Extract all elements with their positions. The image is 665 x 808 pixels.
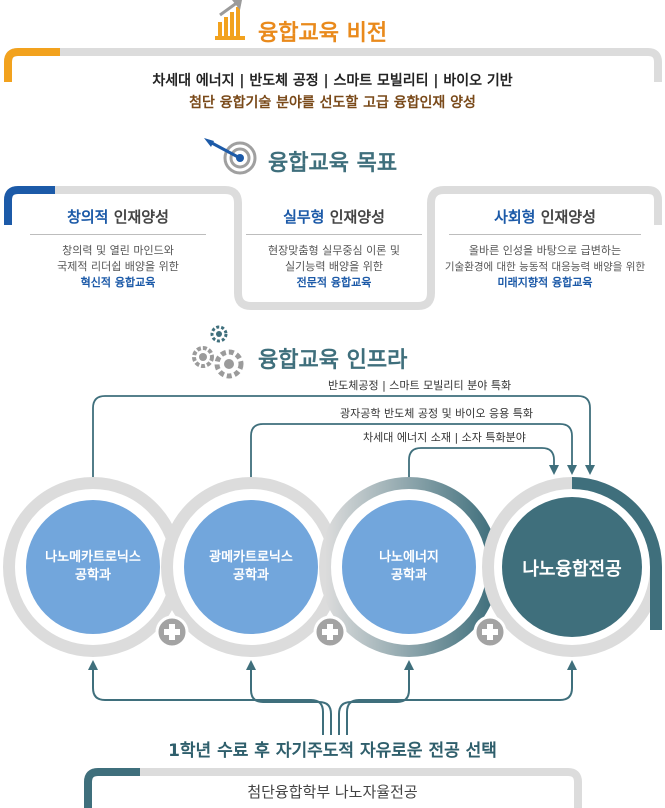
school-name: 첨단융합학부 나노자율전공: [247, 783, 418, 801]
core-circle: [502, 497, 642, 637]
dept-label-photo-mechatronics: 광메카트로닉스 공학과: [186, 549, 316, 585]
infra-title: 융합교육 인프라: [258, 348, 408, 373]
dept-suffix: 공학과: [75, 568, 111, 583]
goals-title: 융합교육 목표: [268, 151, 398, 176]
plus-badges: [155, 615, 507, 649]
dept-name: 나노에너지: [379, 550, 439, 565]
goals-frame: [4, 186, 662, 310]
dept-suffix: 공학과: [233, 568, 269, 583]
dept-circle-2: [184, 500, 318, 634]
core-major-label: 나노융합전공: [522, 559, 622, 580]
goal-emphasis: 혁신적 융합교육: [80, 276, 156, 289]
goal-emphasis: 전문적 융합교육: [296, 276, 372, 289]
goal-title: 창의적 인재양성: [30, 206, 206, 235]
goal-title-rest: 인재양성: [108, 208, 169, 226]
gear-icon: [192, 325, 244, 379]
vision-fields: 차세대 에너지 | 반도체 공정 | 스마트 모빌리티 | 바이오 기반: [152, 73, 513, 89]
route-label-2: 광자공학 반도체 공정 및 바이오 응용 특화: [337, 405, 537, 421]
target-icon: [204, 138, 257, 175]
goal-card-social: 사회형 인재양성 올바른 인성을 바탕으로 급변하는 기술환경에 대한 능동적 …: [437, 206, 653, 291]
selection-arrows: [88, 660, 577, 735]
dept-label-nano-energy: 나노에너지 공학과: [344, 549, 474, 585]
goal-title-rest: 인재양성: [535, 208, 596, 226]
goal-desc-line2: 실기능력 배양을 위한: [284, 260, 384, 273]
goal-desc-line2: 국제적 리더쉽 배양을 위한: [57, 260, 179, 273]
goal-title-highlight: 창의적: [67, 208, 109, 226]
goal-desc-line1: 현장맞춤형 실무중심 이론 및: [268, 244, 400, 257]
goal-title: 사회형 인재양성: [449, 206, 641, 235]
route-label-3: 차세대 에너지 소재 | 소자 특화분야: [360, 429, 529, 445]
goal-title-highlight: 사회형: [494, 208, 536, 226]
vision-title: 융합교육 비전: [258, 21, 388, 46]
bottom-frame: [84, 768, 582, 808]
goal-card-practical: 실무형 인재양성 현장맞춤형 실무중심 이론 및 실기능력 배양을 위한 전문적…: [234, 206, 434, 291]
route-label-1: 반도체공정 | 스마트 모빌리티 분야 특화: [325, 377, 515, 393]
dept-circle-3: [342, 500, 476, 634]
goal-emphasis: 미래지향적 융합교육: [497, 276, 593, 289]
chart-growth-icon: [215, 0, 245, 40]
vision-statement: 첨단 융합기술 분야를 선도할 고급 융합인재 양성: [189, 95, 476, 111]
major-selection-caption: 1학년 수료 후 자기주도적 자유로운 전공 선택: [168, 741, 497, 761]
department-circles: [26, 497, 642, 637]
goal-desc-line2: 기술환경에 대한 능동적 대응능력 배양을 위한: [444, 261, 646, 273]
vision-frame: [4, 48, 662, 82]
goal-title: 실무형 인재양성: [246, 206, 422, 235]
goal-title-highlight: 실무형: [283, 208, 325, 226]
dept-suffix: 공학과: [391, 568, 427, 583]
dept-name: 광메카트로닉스: [209, 550, 293, 565]
dept-circle-1: [26, 500, 160, 634]
goal-desc-line1: 창의력 및 열린 마인드와: [62, 244, 174, 257]
goal-card-creative: 창의적 인재양성 창의력 및 열린 마인드와 국제적 리더쉽 배양을 위한 혁신…: [18, 206, 218, 291]
dept-name: 나노메카트로닉스: [45, 550, 141, 565]
route-connectors: [92, 395, 595, 490]
dept-label-nano-mechatronics: 나노메카트로닉스 공학과: [28, 549, 158, 585]
goal-desc-line1: 올바른 인성을 바탕으로 급변하는: [468, 244, 622, 257]
goal-title-rest: 인재양성: [324, 208, 385, 226]
